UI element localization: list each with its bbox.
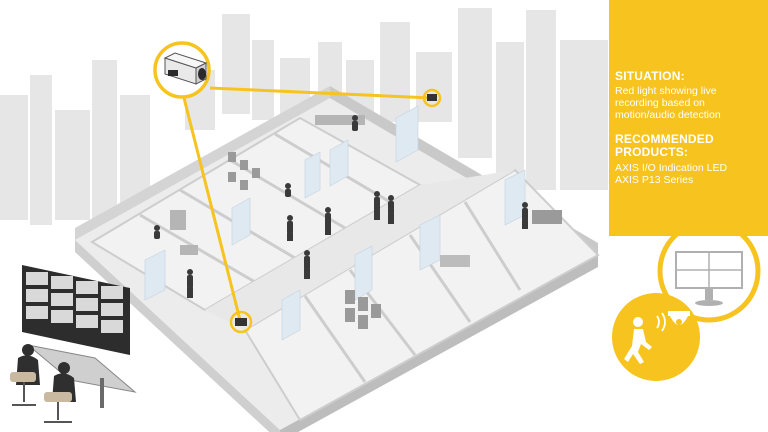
camera-connection-lines: [180, 86, 433, 321]
operator-desk: [27, 344, 137, 393]
camera-mount-dot-lower: [229, 310, 253, 334]
box-camera-callout: [153, 41, 211, 99]
motion-waves: [656, 312, 666, 332]
monitor-icon-callout: [657, 219, 761, 323]
situation-heading: SITUATION:: [615, 69, 685, 83]
camera-mount-dot: [422, 88, 442, 108]
walking-person-icon: [624, 317, 652, 364]
monitor-icon: [675, 251, 743, 306]
products-list: AXIS I/O Indication LED AXIS P13 Series: [615, 162, 760, 186]
monitoring-station: [10, 265, 137, 423]
box-camera-icon: [163, 52, 208, 85]
product-item: AXIS P13 Series: [615, 174, 694, 186]
dome-camera-icon: [668, 311, 690, 325]
motion-detection-callout: [612, 293, 700, 381]
people-silhouettes: [154, 115, 528, 298]
product-item: AXIS I/O Indication LED: [615, 162, 728, 174]
corridor: [205, 170, 515, 330]
situation-text: Red light showing live recording based o…: [615, 85, 721, 121]
furniture: [170, 115, 562, 329]
back-wall-left: [75, 86, 330, 240]
glass-panels: [144, 105, 526, 341]
info-panel: SITUATION: Red light showing live record…: [609, 0, 768, 236]
products-heading: RECOMMENDED PRODUCTS:: [615, 132, 714, 159]
